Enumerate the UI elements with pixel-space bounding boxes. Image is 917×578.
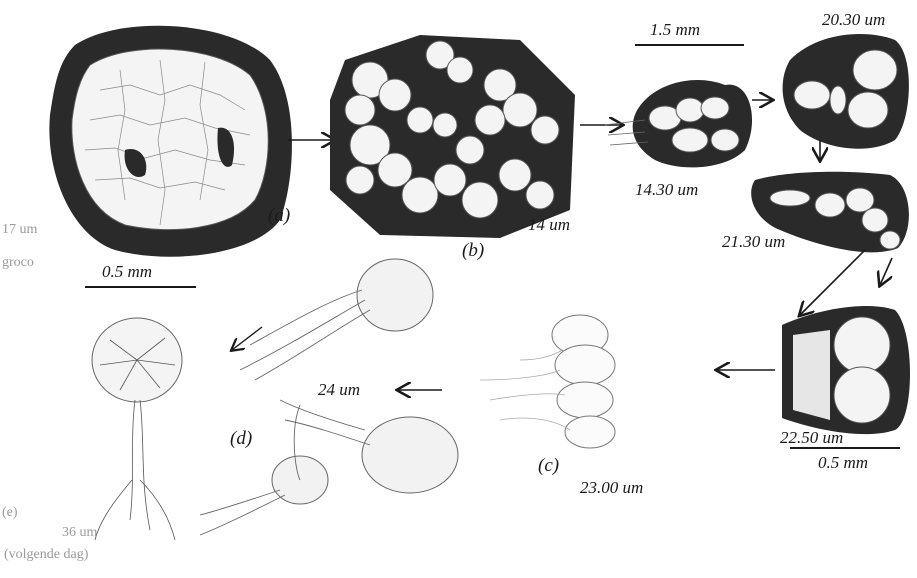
label-17um: 17 um	[2, 222, 37, 238]
stage-a-cross-section	[49, 26, 292, 257]
stage-2030	[783, 34, 909, 149]
arrow-2130-to-2250-short	[880, 258, 892, 285]
label-groco: groco	[2, 255, 34, 271]
label-scale-05mm-right: 0.5 mm	[818, 453, 868, 473]
stage-1430	[605, 80, 752, 167]
label-d: (d)	[230, 428, 252, 450]
stage-2250	[782, 306, 910, 434]
label-2130um: 21.30 um	[722, 232, 785, 252]
label-1430um: 14.30 um	[635, 180, 698, 200]
label-2300um: 23.00 um	[580, 478, 643, 498]
label-24um: 24 um	[318, 380, 360, 400]
arrow-2130-to-2250	[800, 250, 865, 315]
label-14um: 14 um	[528, 215, 570, 235]
label-c: (c)	[538, 455, 559, 477]
label-2030um: 20.30 um	[822, 10, 885, 30]
stage-c	[480, 315, 615, 448]
stage-e	[92, 318, 182, 540]
label-b: (b)	[462, 240, 484, 262]
label-scale-15mm: 1.5 mm	[650, 20, 700, 40]
label-next-day: (volgende dag)	[4, 547, 88, 563]
label-e: (e)	[2, 505, 18, 521]
label-a: (a)	[268, 205, 290, 227]
label-2250um: 22.50 um	[780, 428, 843, 448]
arrow-d-to-e	[232, 327, 262, 350]
stage-b-section	[330, 35, 575, 238]
label-scale-05mm-left: 0.5 mm	[102, 262, 152, 282]
label-36um: 36 um	[62, 525, 97, 541]
